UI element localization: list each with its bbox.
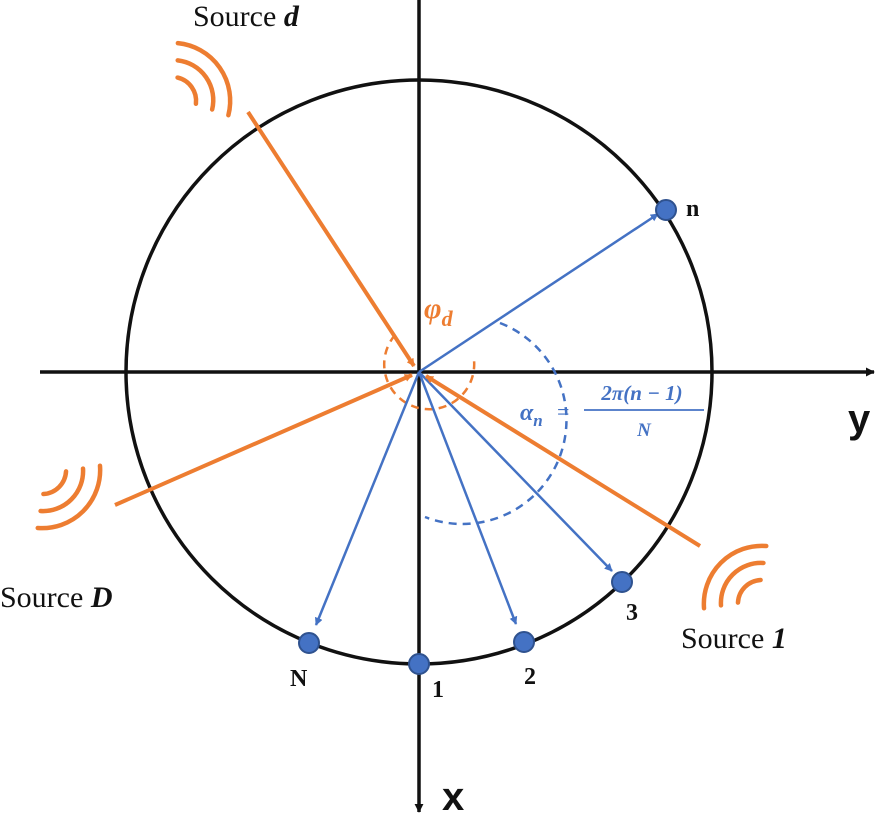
node-N xyxy=(298,632,320,654)
vector-to-node-n xyxy=(418,212,659,374)
ray-source-1 xyxy=(424,374,702,548)
node-3-label: 3 xyxy=(626,600,638,626)
alpha-n-equals: = xyxy=(557,399,569,424)
source-D-label: Source D xyxy=(0,581,112,614)
node-2 xyxy=(513,631,535,653)
ray-source-d xyxy=(246,110,416,368)
node-3 xyxy=(611,571,633,593)
node-1 xyxy=(408,653,430,675)
alpha-angle-arc xyxy=(424,321,568,526)
alpha-n-numerator: 2π(n − 1) xyxy=(600,381,682,405)
source-d-label: Source d xyxy=(193,0,300,33)
phi-d-label: φd xyxy=(424,292,454,331)
alpha-n-symbol: αn xyxy=(520,400,543,430)
node-n-label: n xyxy=(686,196,699,222)
vector-to-node-N xyxy=(314,371,421,626)
source-1-label: Source 1 xyxy=(681,622,787,655)
node-n xyxy=(655,199,677,221)
source-d-wave-icon xyxy=(175,40,233,118)
x-axis-label: x xyxy=(442,775,464,819)
vector-to-node-2 xyxy=(417,371,518,625)
alpha-n-formula: αn = 2π(n − 1) N xyxy=(520,381,704,441)
vector-to-node-3 xyxy=(418,371,613,572)
node-N-label: N xyxy=(290,666,308,692)
phi-angle-arc xyxy=(382,334,476,411)
source-D-wave-icon xyxy=(35,463,103,531)
y-axis-label: y xyxy=(848,397,871,441)
source-1-wave-icon xyxy=(701,543,769,611)
ray-source-D xyxy=(114,373,413,507)
node-2-label: 2 xyxy=(524,664,536,690)
node-1-label: 1 xyxy=(432,677,444,703)
alpha-n-denominator: N xyxy=(636,420,652,441)
